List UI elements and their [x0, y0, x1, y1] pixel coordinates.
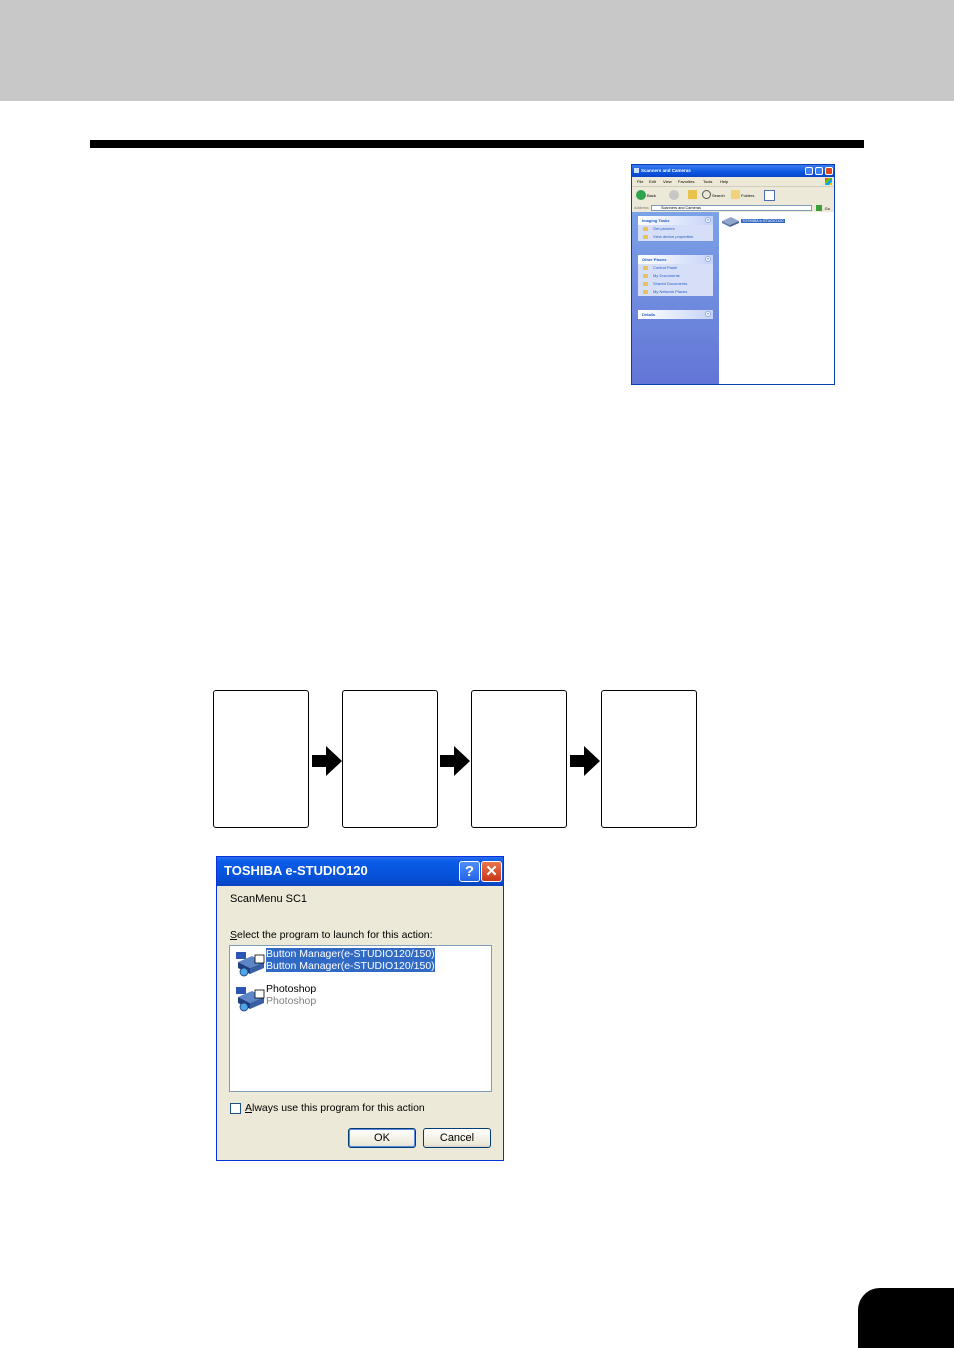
task-link-label[interactable]: View device properties [653, 234, 694, 239]
menu-edit[interactable]: Edit [649, 179, 656, 184]
place-link: Shared Documents [638, 280, 713, 288]
dialog-title-bar: TOSHIBA e-STUDIO120 ? ✕ [217, 857, 503, 886]
scanner-icon[interactable] [722, 217, 739, 227]
cancel-button[interactable]: Cancel [423, 1128, 491, 1148]
other-places-panel: Other Places » Control Panel My Documents… [638, 255, 713, 296]
program-subtitle: Button Manager(e-STUDIO120/150) [266, 960, 435, 972]
task-link: View device properties [638, 233, 713, 241]
menu-help[interactable]: Help [720, 179, 729, 184]
place-link-label[interactable]: Shared Documents [653, 281, 688, 286]
panel-title[interactable]: Imaging Tasks [642, 218, 670, 223]
panel-title[interactable]: Details [642, 312, 656, 317]
windows-logo-icon [825, 178, 832, 185]
section-rule [90, 140, 864, 148]
checkbox-text: lways use this program for this action [252, 1102, 425, 1114]
arrow-right-icon [312, 746, 342, 776]
program-name: Photoshop [266, 983, 317, 995]
flow-step-3-box [471, 690, 567, 828]
window-title: Scanners and Cameras [641, 168, 691, 173]
go-label[interactable]: Go [824, 206, 830, 211]
prompt-accelerator: S [230, 929, 238, 941]
place-link: My Network Places [638, 288, 713, 296]
maximize-icon[interactable] [815, 167, 823, 175]
imaging-tasks-panel: Imaging Tasks » Get pictures View device … [638, 216, 713, 241]
minimize-icon[interactable] [805, 167, 813, 175]
checkbox-accelerator: A [245, 1102, 253, 1114]
close-icon[interactable] [825, 167, 833, 175]
place-link-label[interactable]: Control Panel [653, 265, 678, 270]
menu-tools[interactable]: Tools [703, 179, 713, 184]
back-icon[interactable] [636, 190, 646, 200]
search-icon[interactable] [702, 190, 711, 199]
expand-icon[interactable]: » [705, 311, 711, 317]
help-button[interactable]: ? [459, 861, 480, 882]
arrow-right-icon [440, 746, 470, 776]
collapse-icon[interactable]: » [705, 217, 711, 223]
device-label[interactable]: TOSHIBA e-STUDIO120 [741, 219, 785, 223]
prompt-text: elect the program to launch for this act… [237, 929, 433, 941]
launch-program-dialog: TOSHIBA e-STUDIO120 ? ✕ ScanMenu SC1 Sel… [216, 856, 504, 1161]
scanner-program-icon [236, 952, 265, 977]
collapse-icon[interactable]: » [705, 256, 711, 262]
program-name: Button Manager(e-STUDIO120/150) [266, 948, 435, 960]
program-prompt: Select the program to launch for this ac… [230, 929, 433, 941]
flow-step-2-box [342, 690, 438, 828]
page-tab [858, 1288, 954, 1348]
program-list[interactable]: Button Manager(e-STUDIO120/150) Button M… [229, 945, 492, 1092]
dialog-title: TOSHIBA e-STUDIO120 [224, 863, 368, 878]
panel-title[interactable]: Other Places [642, 257, 667, 262]
header-band [0, 0, 954, 101]
window-icon [634, 168, 639, 173]
camera-icon [643, 227, 648, 231]
menu-favorites[interactable]: Favorites [678, 179, 695, 184]
back-label[interactable]: Back [647, 193, 656, 198]
details-panel: Details » [638, 310, 713, 319]
close-button[interactable]: ✕ [481, 861, 502, 882]
program-subtitle: Photoshop [266, 995, 317, 1007]
properties-icon [643, 235, 648, 239]
address-bar: Address Scanners and Cameras Go [632, 204, 834, 212]
task-link: Get pictures [638, 225, 713, 233]
network-icon [643, 290, 648, 294]
always-use-label[interactable]: Always use this program for this action [245, 1102, 425, 1114]
go-icon[interactable] [816, 205, 822, 211]
window-title-bar: Scanners and Cameras [632, 165, 834, 177]
address-field[interactable]: Scanners and Cameras [651, 205, 812, 211]
menu-file[interactable]: File [637, 179, 644, 184]
forward-icon[interactable] [669, 190, 679, 200]
menu-view[interactable]: View [663, 179, 672, 184]
up-folder-icon[interactable] [688, 190, 697, 199]
place-link-label[interactable]: My Documents [653, 273, 680, 278]
ok-button[interactable]: OK [348, 1128, 416, 1148]
task-pane: Imaging Tasks » Get pictures View device … [632, 212, 719, 384]
place-link: Control Panel [638, 264, 713, 272]
arrow-right-icon [570, 746, 600, 776]
place-link-label[interactable]: My Network Places [653, 289, 688, 294]
list-item-photoshop[interactable]: Photoshop Photoshop [233, 983, 483, 1013]
scanner-program-icon [236, 987, 265, 1012]
flow-step-1-box [213, 690, 309, 828]
address-label: Address [634, 205, 649, 210]
list-item-button-manager[interactable]: Button Manager(e-STUDIO120/150) Button M… [233, 948, 483, 978]
views-icon[interactable] [764, 190, 775, 201]
folder-icon [643, 282, 648, 286]
toolbar: Back Search Folders [632, 187, 834, 205]
search-label[interactable]: Search [712, 193, 725, 198]
folders-icon[interactable] [731, 190, 740, 199]
control-panel-icon [643, 266, 648, 270]
task-link-label[interactable]: Get pictures [653, 226, 675, 231]
device-list: TOSHIBA e-STUDIO120 [719, 212, 834, 384]
folder-icon [643, 274, 648, 278]
menu-bar: File Edit View Favorites Tools Help [632, 177, 834, 187]
flow-step-4-box [601, 690, 697, 828]
event-caption: ScanMenu SC1 [230, 893, 308, 905]
scanners-cameras-window: Scanners and Cameras File Edit View Favo… [631, 164, 835, 385]
place-link: My Documents [638, 272, 713, 280]
folders-label[interactable]: Folders [741, 193, 755, 198]
always-use-checkbox[interactable] [230, 1103, 241, 1114]
